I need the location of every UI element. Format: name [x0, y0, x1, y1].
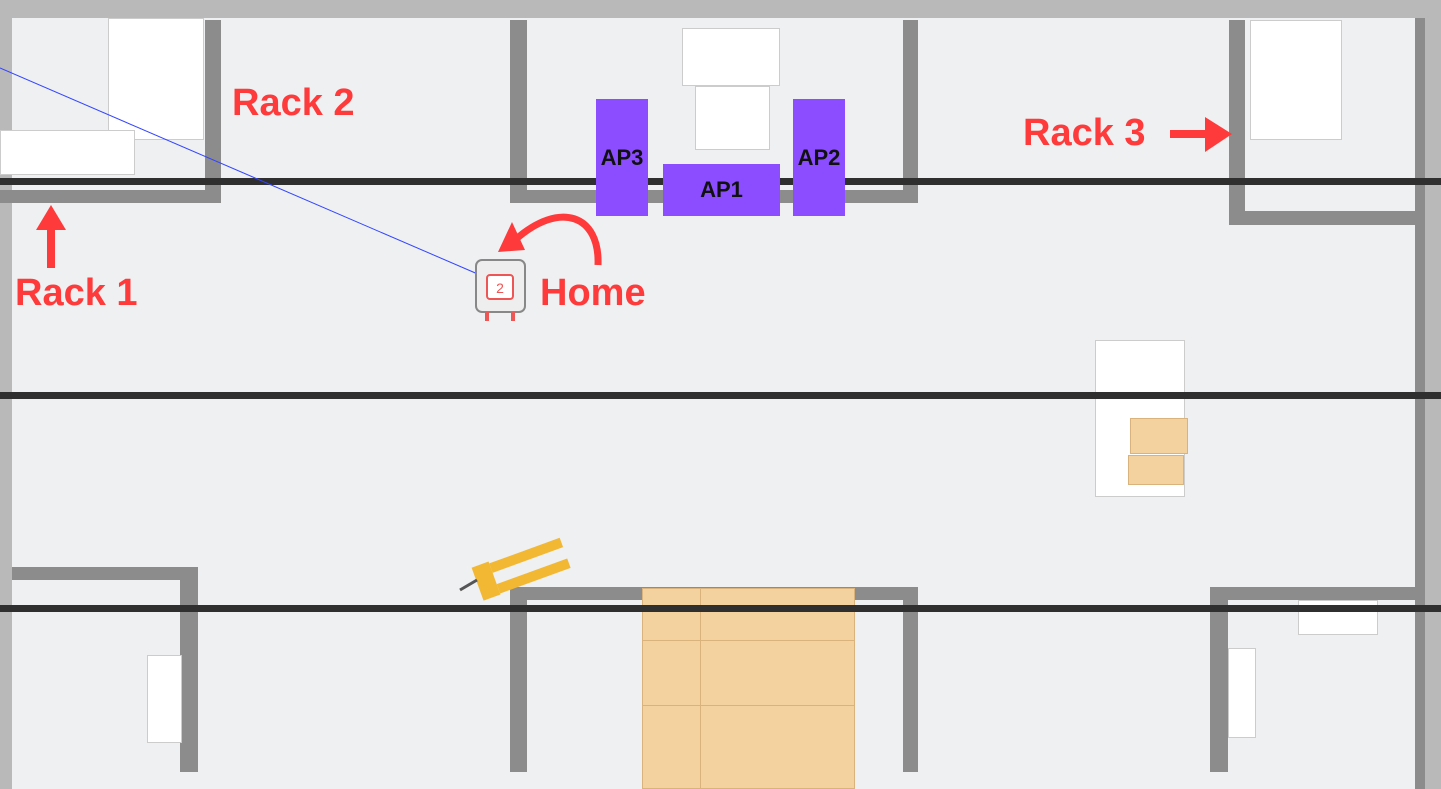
ap1-label: AP1 [700, 177, 743, 202]
wall [1415, 18, 1425, 789]
wall [180, 567, 198, 772]
box-edge [700, 588, 701, 789]
cardboard-box [1130, 418, 1188, 454]
access-point-3: AP3 [596, 99, 648, 216]
door [1228, 648, 1256, 738]
wall [510, 587, 527, 772]
shelf [682, 28, 780, 86]
box-edge [642, 705, 855, 706]
pallet-jack-icon [459, 537, 571, 601]
rack-1-arrowhead [36, 205, 66, 230]
svg-text:2: 2 [496, 280, 504, 296]
wall [1210, 587, 1415, 600]
wall [903, 587, 918, 772]
home-label: Home [540, 272, 646, 314]
ap3-label: AP3 [600, 144, 644, 170]
access-point-1: AP1 [663, 164, 780, 216]
cardboard-box [1128, 455, 1184, 485]
workbench [695, 86, 770, 150]
wall [205, 20, 221, 203]
rack-1-shelf [0, 130, 135, 175]
rack-3-shelf [1250, 20, 1342, 140]
rack-3-arrowhead [1205, 117, 1232, 152]
rack-2-label: Rack 2 [232, 82, 355, 124]
access-point-2: AP2 [793, 99, 845, 216]
wall [12, 567, 198, 580]
wall [1210, 587, 1228, 772]
rack-2-shelf [108, 18, 204, 140]
wall [510, 20, 527, 203]
rack-3-label: Rack 3 [1023, 112, 1146, 154]
box-edge [642, 640, 855, 641]
robot-path-line [0, 67, 481, 276]
wall [1229, 20, 1245, 225]
rack-1-label: Rack 1 [15, 272, 138, 314]
lane-line [0, 605, 1441, 612]
wall [1229, 211, 1415, 225]
home-curved-arrow [512, 213, 602, 266]
ap2-label: AP2 [797, 144, 841, 170]
door [147, 655, 182, 743]
home-arrowhead [498, 222, 525, 252]
cardboard-box-stack [642, 588, 855, 789]
wall [0, 190, 221, 203]
wall [903, 20, 918, 203]
lane-line [0, 392, 1441, 399]
robot-icon: 2 [475, 259, 526, 321]
